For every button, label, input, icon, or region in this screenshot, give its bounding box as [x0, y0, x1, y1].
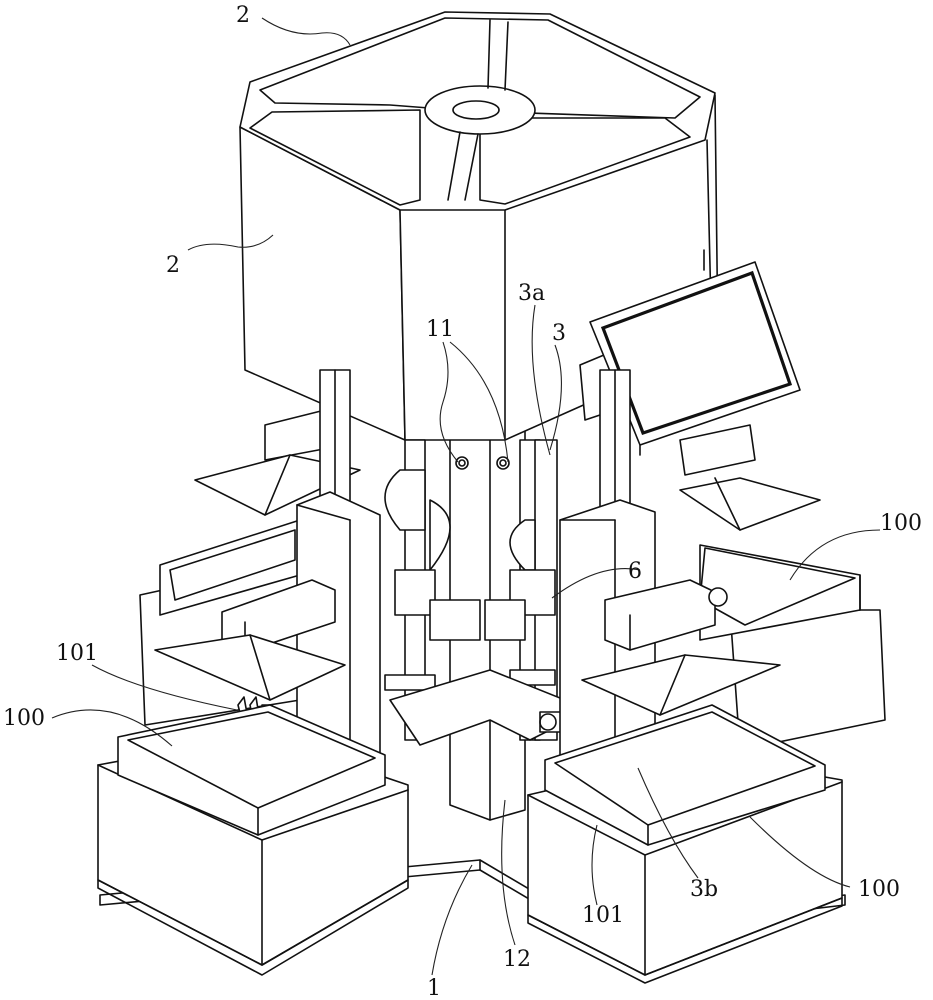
- hopper-front-left: [154, 579, 346, 701]
- label-11: 11: [426, 317, 454, 342]
- leader-11-a: [439, 341, 459, 463]
- label-2-top: 2: [236, 3, 250, 28]
- leader-100-right-bottom: [749, 816, 851, 888]
- leader-2-side: [187, 234, 274, 251]
- cabinet-front-right: [527, 704, 843, 984]
- leader-lines: [51, 17, 881, 976]
- label-6: 6: [628, 559, 642, 584]
- leader-3b: [637, 767, 699, 879]
- reference-labels: 2 2 11 3a 3 6 100 101 100 3b 100 101 12 …: [3, 3, 922, 1000]
- cabinet-front-left: [97, 704, 409, 976]
- leader-100-left: [51, 709, 173, 747]
- hopper-upper-right: [679, 424, 821, 531]
- leader-11-b: [449, 341, 509, 463]
- leader-3a: [531, 304, 551, 456]
- storage-bin: [239, 11, 719, 441]
- label-100-right-top: 100: [880, 511, 922, 536]
- slider-block-left: [394, 569, 436, 616]
- sensor-port-right: [496, 456, 510, 470]
- label-2-side: 2: [166, 253, 180, 278]
- label-12: 12: [503, 947, 531, 972]
- label-100-right-bottom: 100: [858, 877, 900, 902]
- leader-101-left: [91, 664, 238, 711]
- leader-101-right: [591, 824, 598, 906]
- label-100-left: 100: [3, 706, 45, 731]
- leader-100-right-top: [789, 529, 881, 581]
- label-101-right: 101: [582, 903, 624, 928]
- hopper-front-right: [581, 579, 781, 716]
- leader-2-top: [261, 17, 351, 46]
- label-1: 1: [427, 976, 441, 1000]
- leader-3: [549, 344, 562, 451]
- leader-12: [501, 799, 516, 946]
- label-3: 3: [552, 321, 566, 346]
- label-3b: 3b: [690, 877, 718, 902]
- sensor-port-left: [455, 456, 469, 470]
- label-3a: 3a: [518, 281, 545, 306]
- label-101-left: 101: [56, 641, 98, 666]
- leader-1: [431, 864, 473, 976]
- leader-6: [551, 568, 641, 599]
